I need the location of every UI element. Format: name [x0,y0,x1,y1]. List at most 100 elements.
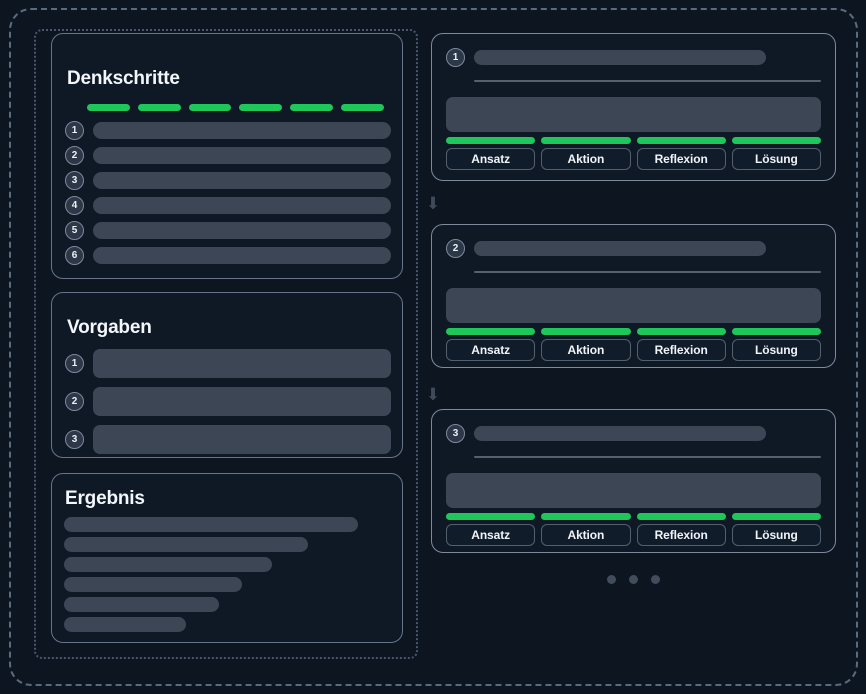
pagination-dot[interactable] [651,575,660,584]
panel-vorgaben-title: Vorgaben [67,317,152,338]
vorgaben-input-field[interactable] [93,349,391,378]
button-reflexion[interactable]: Reflexion [636,524,726,546]
progress-segment [636,513,726,520]
outer-dashed-frame [9,8,858,686]
denkschritte-step-row[interactable]: 5 [65,221,391,240]
step-card-number-badge: 3 [446,424,465,443]
progress-segment [731,513,821,520]
panel-denkschritte: Denkschritte 1 2 3 4 5 6 [51,33,403,279]
step-card-body-placeholder [446,288,821,323]
step-number-badge: 2 [65,146,84,165]
vorgaben-item-list: 1 2 3 [65,349,391,463]
button-ansatz[interactable]: Ansatz [446,148,536,170]
button-aktion[interactable]: Aktion [541,148,631,170]
vorgaben-item-row[interactable]: 1 [65,349,391,378]
denkschritte-step-row[interactable]: 2 [65,146,391,165]
button-reflexion[interactable]: Reflexion [636,148,726,170]
button-losung[interactable]: Lösung [731,148,821,170]
vorgaben-item-row[interactable]: 2 [65,387,391,416]
step-card-header: 2 [446,239,821,258]
step-card-header: 1 [446,48,821,67]
ergebnis-text-line [64,537,309,552]
step-content-placeholder [93,197,391,214]
step-card-body-placeholder [446,97,821,132]
step-card-progress-bars [446,137,821,144]
step-content-placeholder [93,147,391,164]
pagination-dots[interactable] [431,575,836,584]
progress-segment [541,328,631,335]
progress-segment [87,104,130,111]
button-ansatz[interactable]: Ansatz [446,524,536,546]
step-number-badge: 4 [65,196,84,215]
denkschritte-progress-segments [87,104,384,111]
step-card-number-badge: 2 [446,239,465,258]
progress-segment [239,104,283,111]
progress-segment [731,328,821,335]
progress-segment [446,137,536,144]
button-aktion[interactable]: Aktion [541,524,631,546]
progress-segment [341,104,384,111]
progress-segment [446,328,536,335]
progress-segment [290,104,334,111]
progress-segment [541,513,631,520]
step-number-badge: 3 [65,171,84,190]
ergebnis-text-placeholder [64,517,394,637]
vorgaben-item-row[interactable]: 3 [65,425,391,454]
denkschritte-step-row[interactable]: 3 [65,171,391,190]
denkschritte-step-row[interactable]: 6 [65,246,391,265]
step-card-number-badge: 1 [446,48,465,67]
progress-segment [541,137,631,144]
progress-segment [636,137,726,144]
step-card-progress-bars [446,513,821,520]
button-ansatz[interactable]: Ansatz [446,339,536,361]
step-content-placeholder [93,122,391,139]
vorgaben-number-badge: 3 [65,430,84,449]
arrow-down-icon: ⬇ [425,194,441,213]
denkschritte-step-row[interactable]: 1 [65,121,391,140]
step-card-body-placeholder [446,473,821,508]
denkschritte-step-row[interactable]: 4 [65,196,391,215]
pagination-dot[interactable] [607,575,616,584]
pagination-dot[interactable] [629,575,638,584]
step-number-badge: 1 [65,121,84,140]
divider [474,271,821,273]
vorgaben-number-badge: 2 [65,392,84,411]
step-card-title-placeholder [474,50,766,65]
ergebnis-text-line [64,617,187,632]
progress-segment [446,513,536,520]
step-number-badge: 5 [65,221,84,240]
vorgaben-number-badge: 1 [65,354,84,373]
vorgaben-input-field[interactable] [93,387,391,416]
progress-segment [137,104,181,111]
step-content-placeholder [93,172,391,189]
panel-denkschritte-title: Denkschritte [67,68,180,89]
step-number-badge: 6 [65,246,84,265]
button-losung[interactable]: Lösung [731,339,821,361]
panel-ergebnis-title: Ergebnis [65,488,145,509]
step-card-header: 3 [446,424,821,443]
ergebnis-text-line [64,517,358,532]
vorgaben-input-field[interactable] [93,425,391,454]
left-column-dotted-frame [34,29,418,659]
divider [474,456,821,458]
panel-ergebnis: Ergebnis [51,473,403,643]
button-losung[interactable]: Lösung [731,524,821,546]
panel-vorgaben: Vorgaben 1 2 3 [51,292,403,458]
divider [474,80,821,82]
progress-segment [731,137,821,144]
ergebnis-text-line [64,577,243,592]
step-card-title-placeholder [474,426,766,441]
button-aktion[interactable]: Aktion [541,339,631,361]
step-content-placeholder [93,222,391,239]
progress-segment [188,104,232,111]
step-content-placeholder [93,247,391,264]
progress-segment [636,328,726,335]
button-reflexion[interactable]: Reflexion [636,339,726,361]
step-card-progress-bars [446,328,821,335]
